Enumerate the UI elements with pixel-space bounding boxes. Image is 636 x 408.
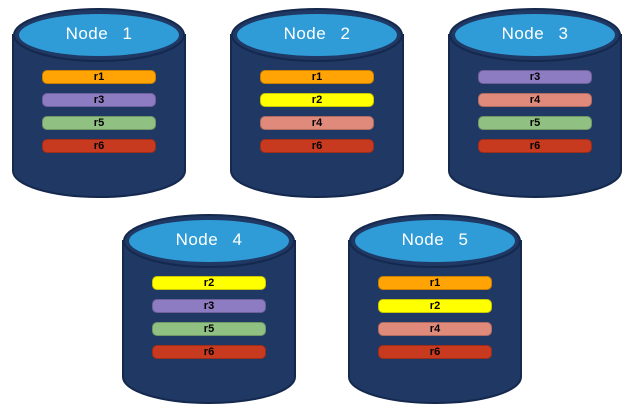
replica-label: r6 bbox=[311, 139, 323, 152]
replica-label: r2 bbox=[203, 276, 215, 289]
replica-label: r3 bbox=[93, 93, 105, 106]
replica-list: r1 r2 r4 r6 bbox=[378, 276, 492, 359]
node-cylinder-3: Node 3 r3 r4 r5 r6 bbox=[447, 8, 623, 198]
replica-bar-r6: r6 bbox=[152, 345, 266, 359]
replica-bar-r3: r3 bbox=[152, 299, 266, 313]
replica-bar-r6: r6 bbox=[378, 345, 492, 359]
replica-label: r2 bbox=[311, 93, 323, 106]
replica-list: r1 r2 r4 r6 bbox=[260, 70, 374, 153]
replica-label: r6 bbox=[429, 345, 441, 358]
replica-bar-r4: r4 bbox=[378, 322, 492, 336]
replica-label: r6 bbox=[93, 139, 105, 152]
replica-bar-r5: r5 bbox=[478, 116, 592, 130]
replica-bar-r2: r2 bbox=[152, 276, 266, 290]
replica-bar-r2: r2 bbox=[260, 93, 374, 107]
node-cylinder-5: Node 5 r1 r2 r4 r6 bbox=[347, 214, 523, 404]
replica-label: r4 bbox=[429, 322, 441, 335]
replica-label: r3 bbox=[203, 299, 215, 312]
replica-label: r6 bbox=[529, 139, 541, 152]
replica-list: r2 r3 r5 r6 bbox=[152, 276, 266, 359]
replica-bar-r1: r1 bbox=[42, 70, 156, 84]
replica-label: r1 bbox=[429, 276, 441, 289]
cylinder-top-ellipse bbox=[129, 220, 289, 262]
replica-bar-r3: r3 bbox=[478, 70, 592, 84]
node-cylinder-1: Node 1 r1 r3 r5 r6 bbox=[11, 8, 187, 198]
replica-bar-r6: r6 bbox=[478, 139, 592, 153]
node-title: Node 1 bbox=[65, 24, 133, 43]
replica-bar-r1: r1 bbox=[378, 276, 492, 290]
cylinder-top-ellipse bbox=[19, 14, 179, 56]
node-title: Node 5 bbox=[401, 230, 469, 249]
replica-bar-r2: r2 bbox=[378, 299, 492, 313]
node-title: Node 3 bbox=[501, 24, 569, 43]
replica-label: r5 bbox=[93, 116, 105, 129]
replica-bar-r3: r3 bbox=[42, 93, 156, 107]
node-cylinder-2: Node 2 r1 r2 r4 r6 bbox=[229, 8, 405, 198]
cylinder-top-ellipse bbox=[355, 220, 515, 262]
node-title: Node 2 bbox=[283, 24, 351, 43]
replica-bar-r4: r4 bbox=[260, 116, 374, 130]
replica-label: r1 bbox=[93, 70, 105, 83]
replica-bar-r6: r6 bbox=[260, 139, 374, 153]
node-title: Node 4 bbox=[175, 230, 243, 249]
replica-bar-r5: r5 bbox=[152, 322, 266, 336]
replica-label: r6 bbox=[203, 345, 215, 358]
replica-label: r2 bbox=[429, 299, 441, 312]
replica-label: r1 bbox=[311, 70, 323, 83]
replica-label: r4 bbox=[529, 93, 541, 106]
replica-bar-r5: r5 bbox=[42, 116, 156, 130]
replica-bar-r6: r6 bbox=[42, 139, 156, 153]
replica-list: r3 r4 r5 r6 bbox=[478, 70, 592, 153]
replica-label: r5 bbox=[529, 116, 541, 129]
cylinder-top-ellipse bbox=[237, 14, 397, 56]
replica-label: r4 bbox=[311, 116, 323, 129]
replica-bar-r4: r4 bbox=[478, 93, 592, 107]
replica-bar-r1: r1 bbox=[260, 70, 374, 84]
cylinder-top-ellipse bbox=[455, 14, 615, 56]
node-cylinder-4: Node 4 r2 r3 r5 r6 bbox=[121, 214, 297, 404]
replica-list: r1 r3 r5 r6 bbox=[42, 70, 156, 153]
replica-label: r3 bbox=[529, 70, 541, 83]
replica-label: r5 bbox=[203, 322, 215, 335]
